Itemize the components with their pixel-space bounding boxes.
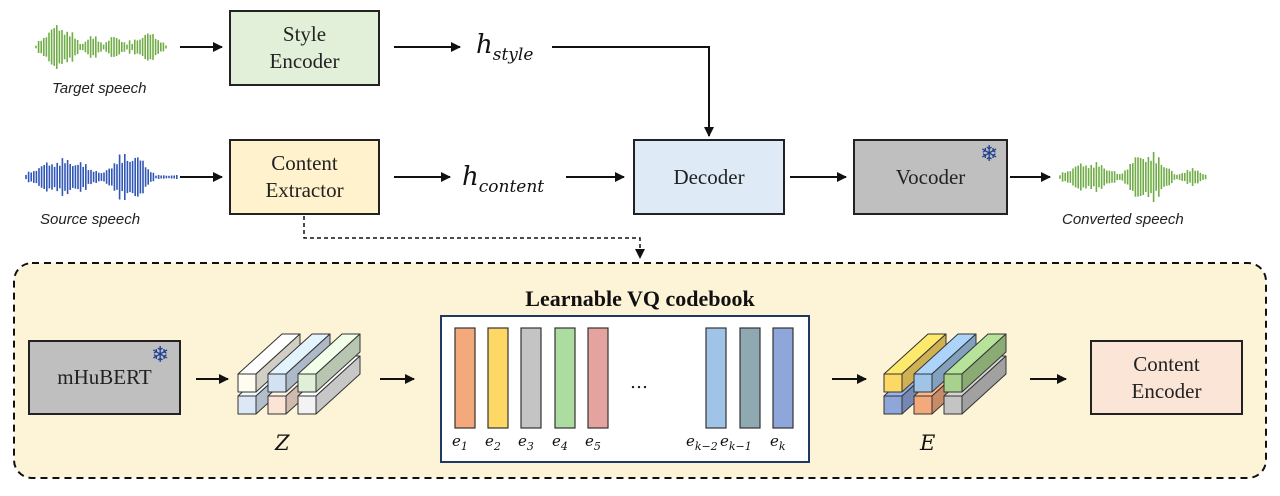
source-speech-label: Source speech <box>40 211 141 228</box>
codebook-entry-label: ek−1 <box>720 432 752 453</box>
codebook-entry-bar <box>454 327 476 429</box>
decoder-box: Decoder <box>633 139 785 215</box>
converted-speech-label: Converted speech <box>1062 211 1184 228</box>
z-symbol: Z <box>275 431 290 455</box>
decoder-label: Decoder <box>673 164 745 189</box>
style-encoder-label: Style Encoder <box>269 22 340 73</box>
codebook-entry-subscript: 4 <box>560 440 568 453</box>
content-extractor-label: Content Extractor <box>265 151 344 202</box>
codebook-entry-label: e4 <box>552 432 568 453</box>
codebook-entry-base: e <box>770 432 779 450</box>
codebook-entry-subscript: k−1 <box>728 440 752 453</box>
codebook-entry-label: ek−2 <box>686 432 718 453</box>
codebook-entry-bar <box>554 327 576 429</box>
e-tensor-stack <box>883 333 1007 415</box>
style-encoder-box: Style Encoder <box>229 10 380 86</box>
h-content-base: h <box>462 162 479 192</box>
codebook-entry-label: e1 <box>452 432 468 453</box>
mhubert-frozen-snowflake-icon: ❄ <box>151 343 170 368</box>
codebook-title: Learnable VQ codebook <box>525 286 755 311</box>
target-speech-waveform <box>35 25 167 69</box>
h-content-symbol: hcontent <box>462 162 544 197</box>
content-extractor-box: Content Extractor <box>229 139 380 215</box>
codebook-entry-subscript: 3 <box>526 440 534 453</box>
content-encoder-box: Content Encoder <box>1090 340 1243 415</box>
dashed-detail-arrow <box>303 216 645 259</box>
codebook-entry-subscript: 5 <box>593 440 601 453</box>
source-speech-waveform <box>25 154 178 200</box>
target-speech-label: Target speech <box>52 80 147 97</box>
mhubert-box: mHuBERT <box>28 340 181 415</box>
e-symbol: E <box>920 431 936 455</box>
codebook-entry-label: e5 <box>585 432 601 453</box>
codebook-ellipsis: … <box>630 372 648 393</box>
h-style-symbol: hstyle <box>476 30 533 65</box>
codebook-entry-label: e3 <box>518 432 534 453</box>
codebook-entry-subscript: k <box>778 440 786 453</box>
arrow-hstyle-to-decoder <box>552 46 714 137</box>
converted-speech-waveform <box>1059 152 1207 202</box>
codebook-entry-bar <box>739 327 761 429</box>
codebook-entry-base: e <box>585 432 594 450</box>
codebook-entry-base: e <box>485 432 494 450</box>
codebook-entry-bar <box>487 327 509 429</box>
codebook-entry-bar <box>772 327 794 429</box>
codebook-entry-base: e <box>552 432 561 450</box>
codebook-entry-bar <box>705 327 727 429</box>
codebook-entry-base: e <box>452 432 461 450</box>
codebook-entry-label: e2 <box>485 432 501 453</box>
z-tensor-stack-top-prism <box>297 333 361 393</box>
codebook-entry-label: ek <box>770 432 786 453</box>
vocoder-box: Vocoder <box>853 139 1008 215</box>
codebook-entry-subscript: 2 <box>493 440 501 453</box>
codebook-entry-base: e <box>720 432 729 450</box>
h-style-base: h <box>476 30 493 60</box>
vocoder-frozen-snowflake-icon: ❄ <box>980 142 999 167</box>
z-tensor-stack-top-prism <box>267 333 331 393</box>
h-style-subscript: style <box>492 45 534 65</box>
z-tensor-stack-top-prism <box>237 333 301 393</box>
codebook-entry-bar <box>587 327 609 429</box>
codebook-entry-bar <box>520 327 542 429</box>
vocoder-label: Vocoder <box>895 164 966 189</box>
h-content-subscript: content <box>478 177 545 197</box>
codebook-entry-subscript: k−2 <box>694 440 718 453</box>
mhubert-label: mHuBERT <box>57 365 152 389</box>
codebook-entry-base: e <box>518 432 527 450</box>
e-tensor-stack-top-prism <box>913 333 977 393</box>
z-tensor-stack <box>237 333 361 415</box>
content-encoder-label: Content Encoder <box>1131 351 1202 403</box>
e-tensor-stack-top-prism <box>943 333 1007 393</box>
codebook-entry-base: e <box>686 432 695 450</box>
codebook-entry-subscript: 1 <box>460 440 468 453</box>
